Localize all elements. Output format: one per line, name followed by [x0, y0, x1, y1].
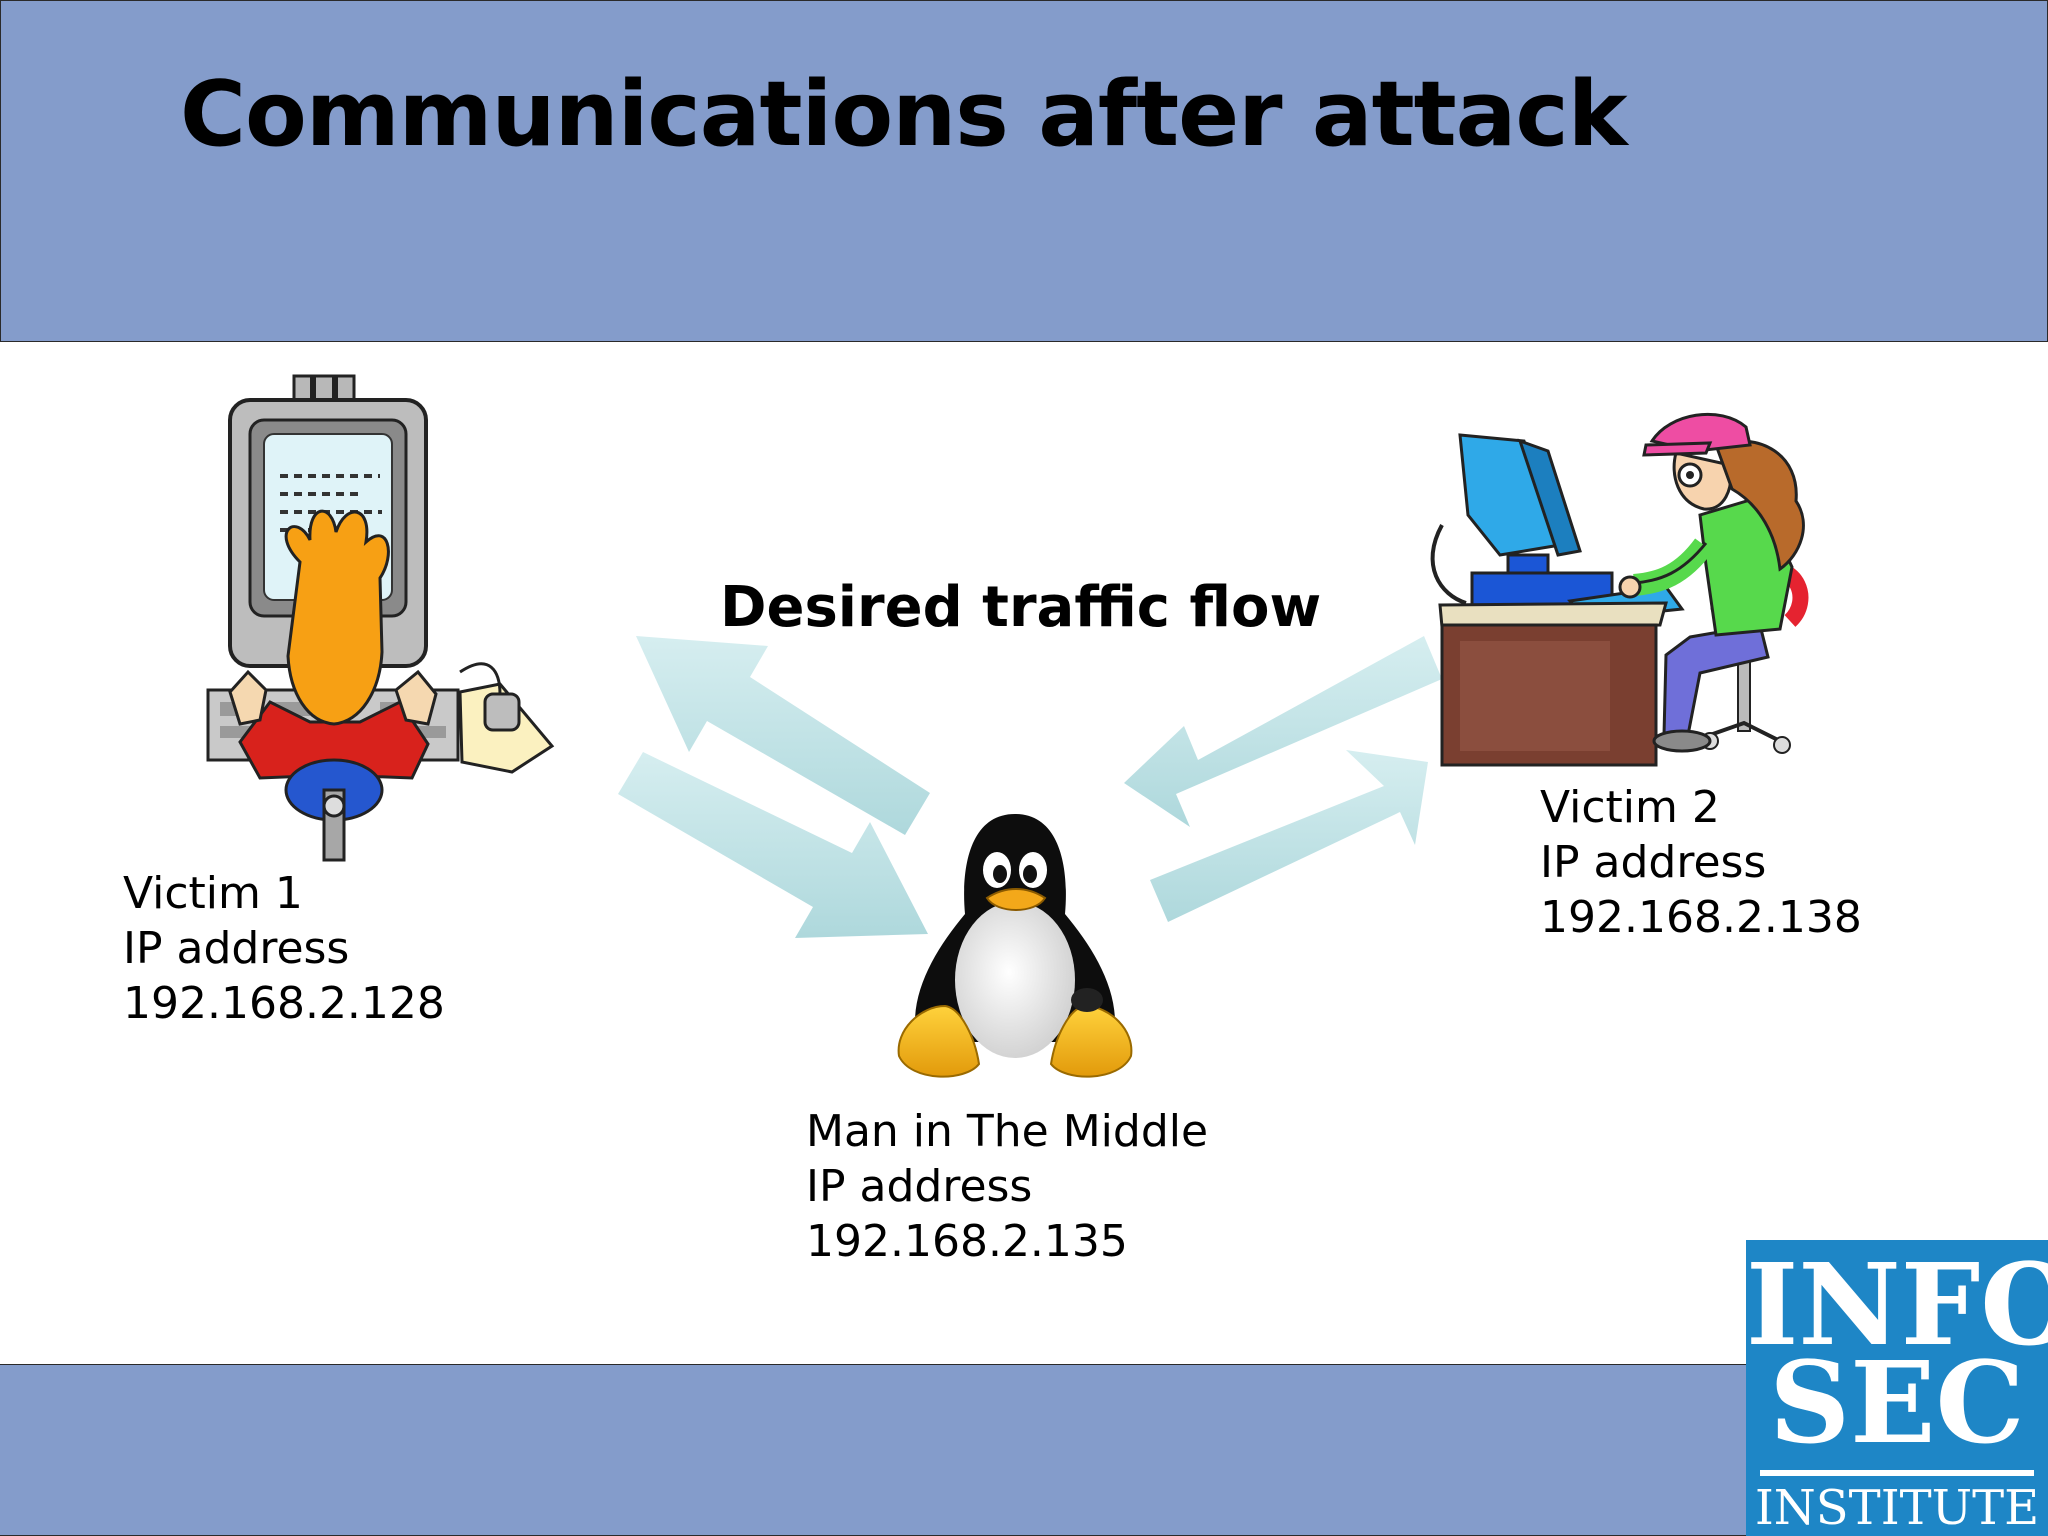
arrow-victim2-to-mitm: [1124, 636, 1442, 827]
victim2-ip: 192.168.2.138: [1540, 892, 1862, 943]
victim2-illustration: [1430, 412, 1809, 767]
header-band: [0, 0, 2048, 342]
arrow-mitm-to-victim1: [636, 636, 930, 835]
mitm-ip: 192.168.2.135: [806, 1216, 1128, 1267]
logo-line-sec: SEC: [1769, 1338, 2025, 1469]
victim1-ip-label: IP address: [123, 923, 350, 974]
penguin-mitm-illustration: [897, 814, 1133, 1078]
desired-traffic-flow-label: Desired traffic flow: [720, 575, 1322, 640]
victim1-label: Victim 1 IP address 192.168.2.128: [123, 866, 445, 1031]
arrow-mitm-to-victim2: [1150, 750, 1428, 922]
victim1-illustration: [206, 374, 555, 862]
footer-band: [0, 1364, 2046, 1536]
victim2-label: Victim 2 IP address 192.168.2.138: [1540, 780, 1862, 945]
victim2-ip-label: IP address: [1540, 837, 1767, 888]
logo-line-info: INFO: [1746, 1240, 2048, 1371]
logo-divider: [1760, 1470, 2034, 1476]
victim1-ip: 192.168.2.128: [123, 978, 445, 1029]
infosec-institute-logo: INFO SEC INSTITUTE: [1746, 1240, 2048, 1536]
slide-title: Communications after attack: [180, 62, 1628, 167]
mitm-name: Man in The Middle: [806, 1106, 1209, 1157]
victim2-name: Victim 2: [1540, 782, 1720, 833]
mitm-ip-label: IP address: [806, 1161, 1033, 1212]
arrow-victim1-to-mitm: [618, 752, 928, 938]
victim1-name: Victim 1: [123, 868, 303, 919]
mitm-label: Man in The Middle IP address 192.168.2.1…: [806, 1104, 1208, 1269]
logo-line-institute: INSTITUTE: [1754, 1480, 2040, 1536]
